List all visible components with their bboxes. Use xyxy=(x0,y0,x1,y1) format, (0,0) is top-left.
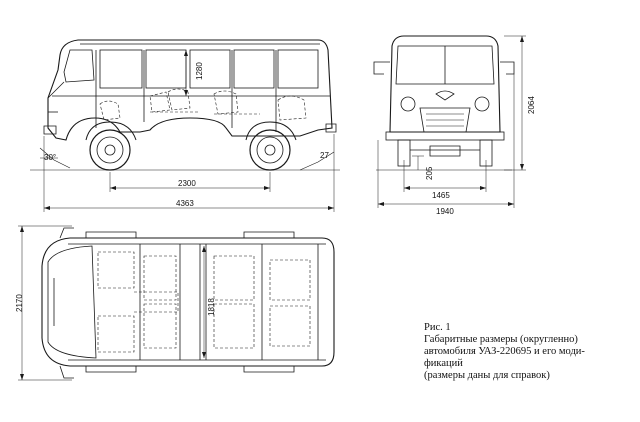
caption-line-4: (размеры даны для справок) xyxy=(424,370,550,381)
caption-line-1: Габаритные размеры (округленно) xyxy=(424,334,578,345)
overall-height-label: 2064 xyxy=(527,96,536,114)
figure-number: Рис. 1 xyxy=(424,322,451,333)
caption-line-2: автомобиля УАЗ-220695 и его моди- xyxy=(424,346,585,357)
overall-length-label: 4363 xyxy=(176,199,194,208)
plan-width-label: 2170 xyxy=(15,294,24,312)
overall-width-label: 1940 xyxy=(436,207,454,216)
plan-view xyxy=(18,225,335,381)
front-view xyxy=(373,35,526,208)
approach-angle-label: 30° xyxy=(44,153,56,162)
interior-width-label: 1818 xyxy=(207,298,216,316)
track-label: 1465 xyxy=(432,191,450,200)
ground-clearance-label: 205 xyxy=(425,166,434,180)
front-wheel xyxy=(85,121,137,171)
rear-wheel xyxy=(245,121,297,171)
caption-line-3: фикаций xyxy=(424,358,463,369)
departure-angle-label: 27 xyxy=(320,151,329,160)
side-view xyxy=(30,39,340,212)
wheelbase-label: 2300 xyxy=(178,179,196,188)
figure-caption: Рис. 1 Габаритные размеры (округленно) а… xyxy=(424,322,614,382)
interior-height-label: 1280 xyxy=(195,62,204,80)
